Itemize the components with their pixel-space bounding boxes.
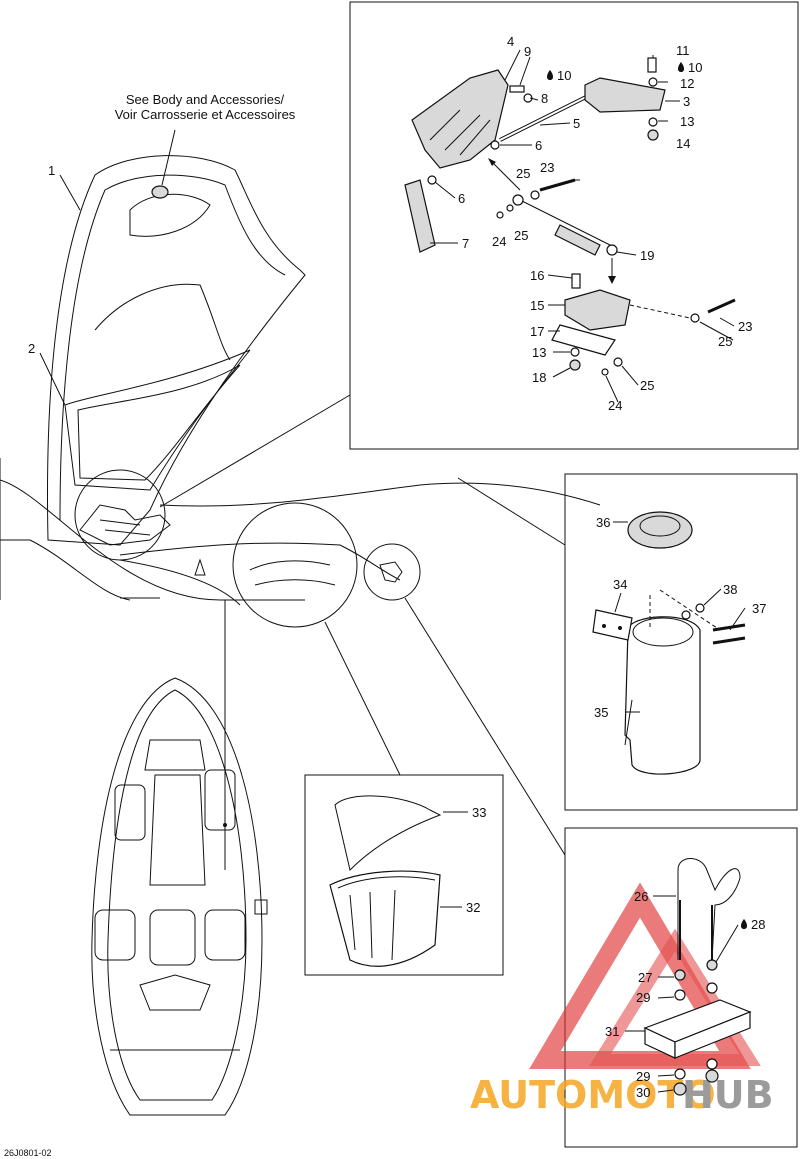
callout-23a: 23: [540, 160, 554, 175]
callout-16: 16: [530, 268, 544, 283]
callout-25c: 25: [718, 334, 732, 349]
callout-1: 1: [48, 163, 55, 178]
callout-31: 31: [605, 1024, 619, 1039]
callout-5: 5: [573, 116, 580, 131]
callout-30: 30: [636, 1085, 650, 1100]
callout-3: 3: [683, 94, 690, 109]
watermark-text-hub: HUB: [682, 1073, 774, 1117]
watermark-text-automoto: AUTOMOTO: [470, 1073, 716, 1117]
adhesive-drop-icon: [741, 919, 747, 929]
detail-box-storage-bin: [304, 774, 504, 976]
detail-box-hinge: [349, 1, 799, 450]
callout-28: 28: [751, 917, 765, 932]
callout-38: 38: [723, 582, 737, 597]
hinge-assembly-drawing: [404, 57, 736, 376]
callout-34: 34: [613, 577, 627, 592]
callout-24b: 24: [608, 398, 622, 413]
callout-11: 11: [676, 43, 690, 58]
callout-27: 27: [638, 970, 652, 985]
callout-24a: 24: [492, 234, 506, 249]
note-line-1: See Body and Accessories/: [126, 92, 285, 107]
container-assembly-drawing: [592, 511, 746, 775]
callout-29a: 29: [636, 990, 650, 1005]
callout-12: 12: [680, 76, 694, 91]
watercraft-top-view-drawing: [91, 677, 268, 1116]
cap-36: [627, 511, 693, 549]
magnifier-circle-bin: [232, 502, 358, 628]
detail-box-container: [564, 473, 798, 811]
drawing-code: 26J0801-02: [4, 1148, 52, 1158]
callout-23b: 23: [738, 319, 752, 334]
adhesive-drop-icon: [678, 62, 684, 72]
callout-14: 14: [676, 136, 690, 151]
callout-15: 15: [530, 298, 544, 313]
seat-screw-icon: [151, 185, 169, 199]
callout-10b: 10: [688, 60, 702, 75]
callout-7: 7: [462, 236, 469, 251]
callout-35: 35: [594, 705, 608, 720]
callout-2: 2: [28, 341, 35, 356]
callout-25d: 25: [640, 378, 654, 393]
deck-outline-drawing: [0, 394, 601, 628]
watermark-logo: AUTOMOTO HUB: [470, 882, 774, 1117]
callout-26: 26: [634, 889, 648, 904]
callout-33: 33: [472, 805, 486, 820]
callout-9: 9: [524, 44, 531, 59]
callout-18: 18: [532, 370, 546, 385]
callout-25a: 25: [516, 166, 530, 181]
adhesive-drop-icon: [547, 70, 553, 80]
seat-assembly-drawing: [47, 155, 306, 561]
detail-box-anchor: [564, 827, 798, 1148]
callout-10a: 10: [557, 68, 571, 83]
callout-17: 17: [530, 324, 544, 339]
callout-36: 36: [596, 515, 610, 530]
callout-6b: 6: [458, 191, 465, 206]
callout-25b: 25: [514, 228, 528, 243]
callout-37: 37: [752, 601, 766, 616]
magnifier-circle-anchor: [363, 543, 421, 601]
callout-labels: 1 2 4 9 10 8 5 6 11 10 12 3 13 14 6 7 23…: [28, 34, 766, 1100]
callout-13b: 13: [532, 345, 546, 360]
callout-4: 4: [507, 34, 514, 49]
callout-32: 32: [466, 900, 480, 915]
note-line-2: Voir Carrosserie et Accessoires: [115, 107, 296, 122]
callout-29b: 29: [636, 1069, 650, 1084]
callout-13a: 13: [680, 114, 694, 129]
callout-8: 8: [541, 91, 548, 106]
anchor-assembly-drawing: [643, 858, 752, 1096]
callout-19: 19: [640, 248, 654, 263]
storage-bin-drawing: [329, 795, 442, 967]
callout-6a: 6: [535, 138, 542, 153]
callout-leader-lines: [39, 49, 746, 1093]
